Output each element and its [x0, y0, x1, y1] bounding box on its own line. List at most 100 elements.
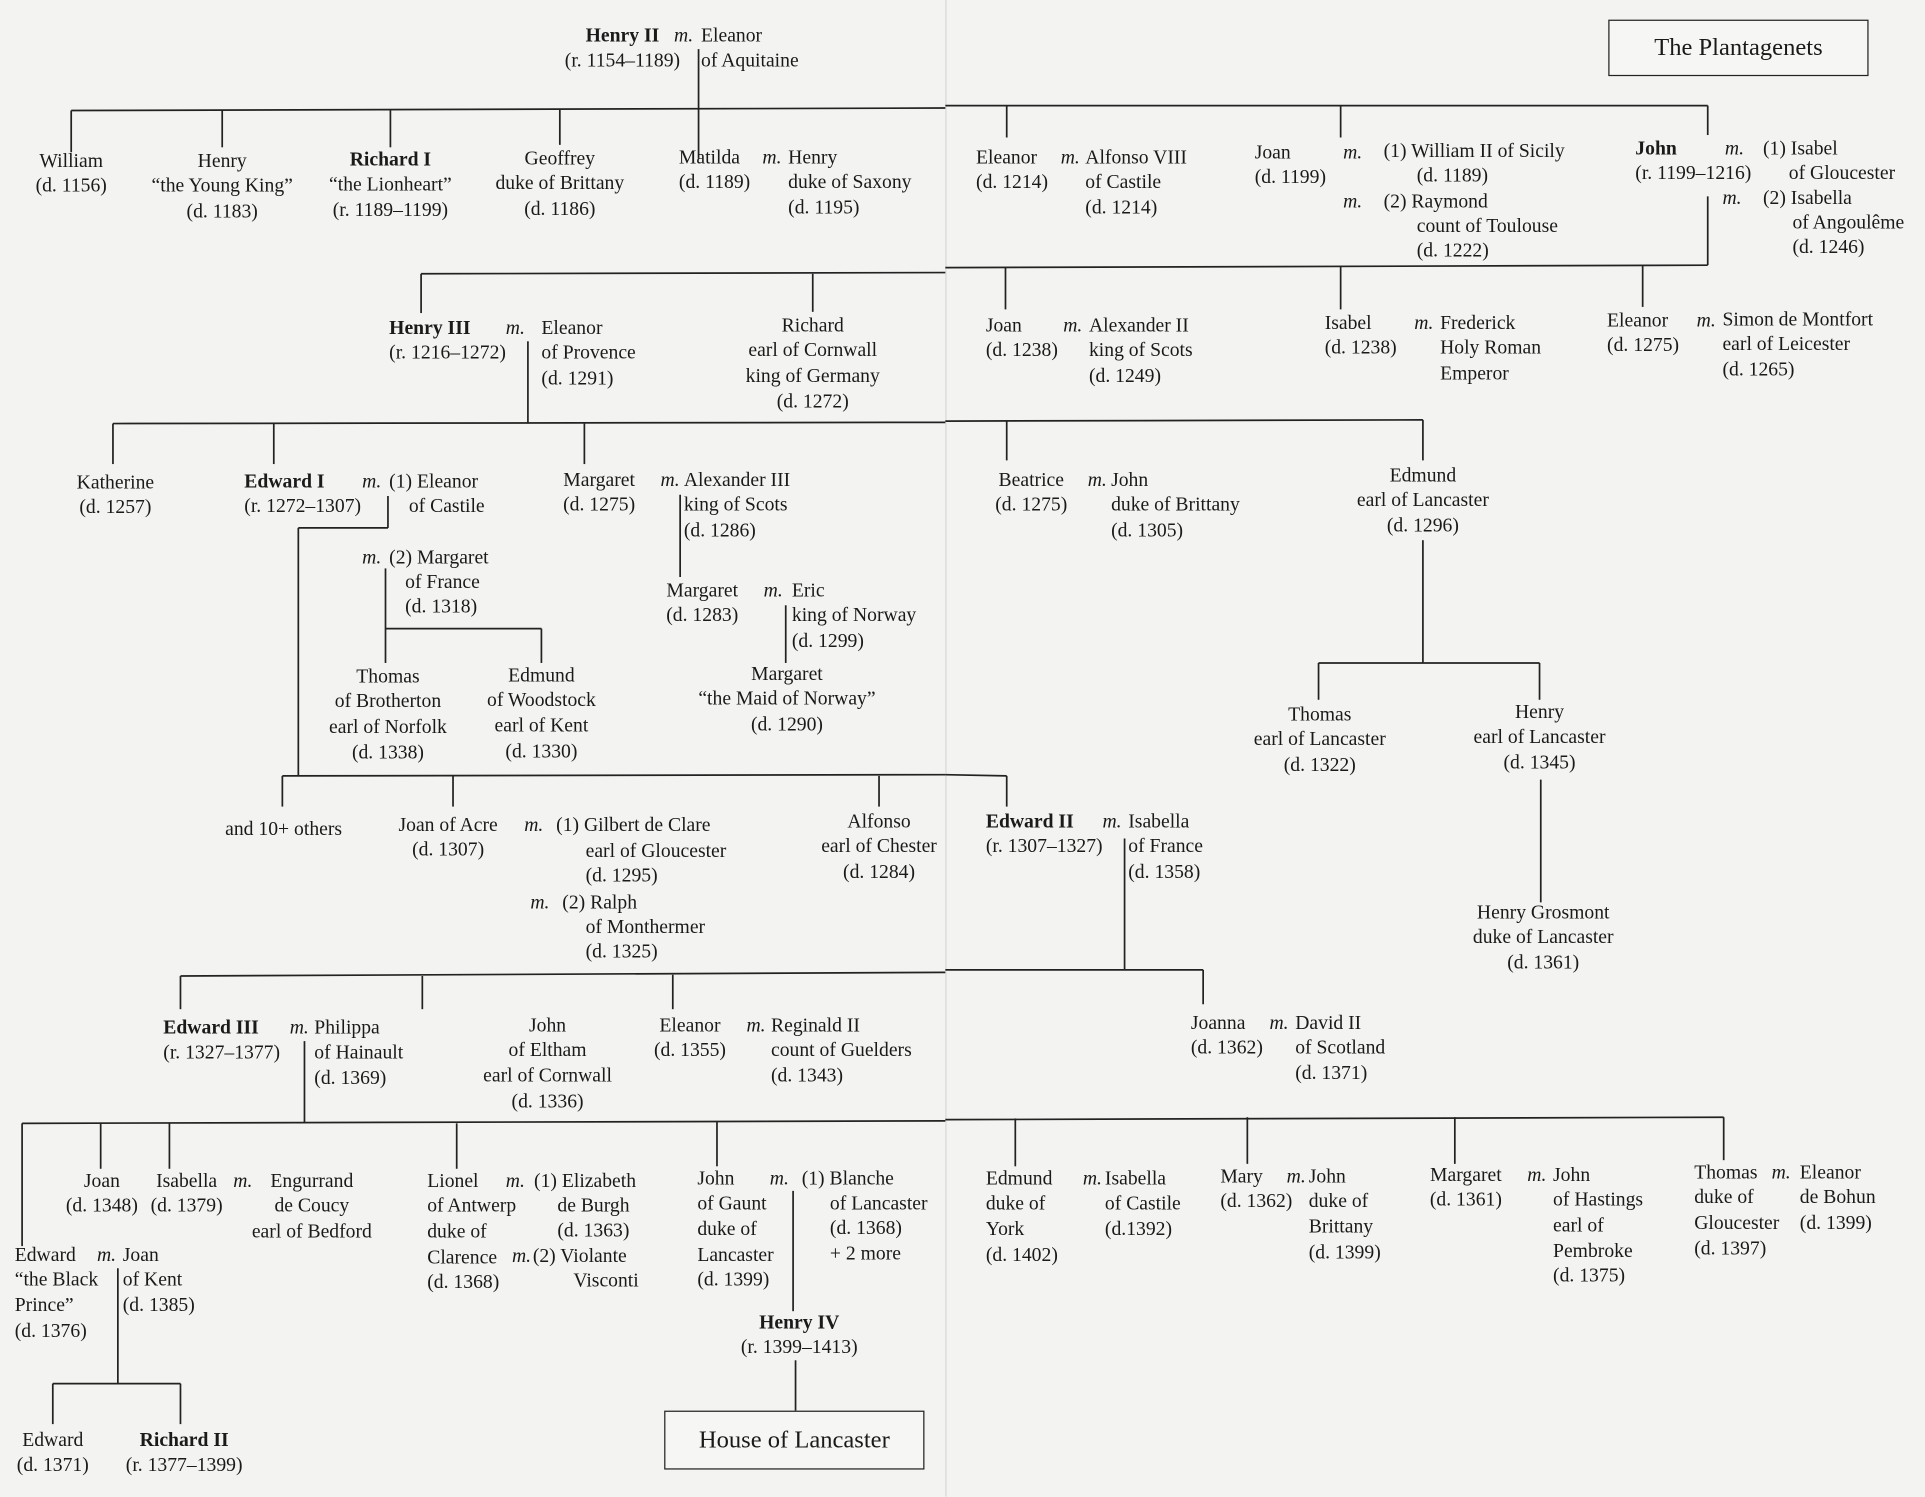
person-edward-1371: Edward(d. 1371)	[17, 1428, 89, 1479]
person-detail: “the Maid of Norway”	[698, 688, 876, 710]
person-name: of France	[405, 571, 480, 593]
person-joanna: Joanna(d. 1362)	[1191, 1011, 1263, 1062]
person-detail: (r. 1307–1327)	[985, 836, 1103, 858]
person-detail: duke of Saxony	[788, 172, 912, 193]
person-name: Isabella	[1128, 810, 1190, 832]
person-name: of Gloucester	[1788, 162, 1896, 184]
marriage-marker: m.	[1771, 1162, 1791, 1183]
person-name: Edward II	[985, 810, 1074, 832]
person-detail: (r. 1199–1216)	[1635, 163, 1752, 185]
person-detail: (d. 1275)	[1607, 335, 1680, 357]
person-name: (1) Eleanor	[389, 470, 479, 492]
person-name: Alexander III	[683, 469, 791, 491]
person-detail: duke of Brittany	[1111, 495, 1240, 516]
person-name: Henry II	[585, 25, 660, 47]
person-ralph-detail: of Monthermer (d. 1325)	[586, 915, 705, 966]
person-detail: king of Germany	[745, 365, 880, 387]
person-name: Isabella	[156, 1170, 218, 1192]
person-name: Richard II	[139, 1429, 229, 1451]
person-name: David II	[1295, 1012, 1362, 1034]
marriage-marker: m.	[289, 1017, 309, 1039]
person-detail: (d. 1284)	[843, 861, 916, 883]
marriage-marker: m.	[746, 1014, 766, 1036]
person-name: Visconti	[573, 1270, 639, 1291]
person-detail: Lancaster	[697, 1244, 774, 1266]
person-eleanor-1275-montfort: Eleanor (d. 1275)	[1607, 309, 1679, 360]
person-name: Engurrand	[270, 1170, 354, 1192]
person-name: Eleanor	[541, 317, 603, 339]
person-detail: of Eltham	[508, 1040, 587, 1061]
person-name: Margaret	[563, 469, 635, 491]
person-isabel-gloucester: (1) Isabel	[1763, 137, 1838, 162]
person-detail: (d. 1307)	[412, 839, 485, 861]
person-detail: count of Guelders	[770, 1040, 912, 1061]
person-detail: (d. 1399)	[697, 1269, 770, 1291]
person-detail: of Castile	[1104, 1193, 1181, 1215]
person-detail: (d. 1189)	[678, 172, 751, 193]
connector-line	[71, 107, 946, 112]
person-name: Margaret	[751, 663, 823, 685]
person-isabella-angouleme-detail: of Angoulême(d. 1246)	[1792, 211, 1904, 262]
person-detail: “the Lionheart”	[329, 174, 452, 196]
person-margaret-1275: Margaret(d. 1275)	[563, 468, 635, 519]
person-william: William(d. 1156)	[36, 149, 107, 200]
person-detail: of Hainault	[314, 1042, 404, 1064]
marriage-marker: m.	[1063, 314, 1083, 336]
person-joan-1199: Joan(d. 1199)	[1255, 141, 1326, 192]
person-detail: (d. 1399)	[1799, 1212, 1872, 1234]
person-detail: (d. 1348)	[65, 1196, 138, 1217]
person-name: William	[39, 150, 103, 172]
connector-line	[945, 773, 1007, 777]
person-ralph: (2) Ralph	[562, 891, 637, 916]
person-detail: duke of	[1308, 1191, 1369, 1212]
person-name: Eleanor	[1607, 309, 1669, 331]
person-name: Henry III	[389, 317, 471, 339]
person-name: Thomas	[1694, 1162, 1758, 1183]
person-detail: (r. 1189–1199)	[332, 200, 449, 221]
person-gilbert-de-clare-detail: earl of Gloucester(d. 1295)	[586, 839, 727, 890]
person-detail: (d. 1222)	[1416, 240, 1489, 262]
person-name: of Monthermer	[585, 916, 706, 938]
person-name: Simon de Montfort	[1722, 308, 1874, 330]
person-detail: earl of Norfolk	[329, 716, 447, 738]
connector-line	[180, 971, 946, 977]
person-detail: (d. 1358)	[1128, 861, 1201, 883]
marriage-marker: m.	[362, 546, 382, 568]
person-name: John	[1635, 138, 1677, 159]
person-detail: (d. 1325)	[585, 941, 658, 963]
person-margaret-of-france: (2) Margaret	[389, 546, 488, 571]
title-box: The Plantagenets	[1608, 19, 1869, 77]
person-detail: Pembroke	[1553, 1240, 1633, 1262]
person-detail: of Aquitaine	[701, 50, 799, 72]
person-henry-young-king: Henry“the Young King”(d. 1183)	[152, 149, 293, 225]
person-henry-iv: Henry IV(r. 1399–1413)	[741, 1311, 858, 1362]
person-name: (1) Gilbert de Clare	[556, 814, 711, 836]
person-henry-ii: Henry II(r. 1154–1189)	[565, 24, 680, 75]
person-name: Frederick	[1440, 312, 1516, 334]
person-detail: (d. 1402)	[985, 1244, 1058, 1266]
person-name: (1) Isabel	[1762, 138, 1838, 159]
person-name: Margaret	[666, 580, 739, 601]
person-name: Lionel	[427, 1170, 479, 1192]
person-isabel-1238: Isabel(d. 1238)	[1325, 311, 1397, 362]
marriage-marker: m.	[511, 1245, 532, 1267]
marriage-marker: m.	[505, 317, 525, 339]
person-name: of Angoulême	[1792, 211, 1905, 233]
person-name: Alfonso	[847, 810, 911, 832]
person-katherine: Katherine(d. 1257)	[77, 471, 154, 522]
person-isabel-gloucester-detail: of Gloucester	[1789, 161, 1895, 186]
person-detail: York	[985, 1218, 1025, 1240]
